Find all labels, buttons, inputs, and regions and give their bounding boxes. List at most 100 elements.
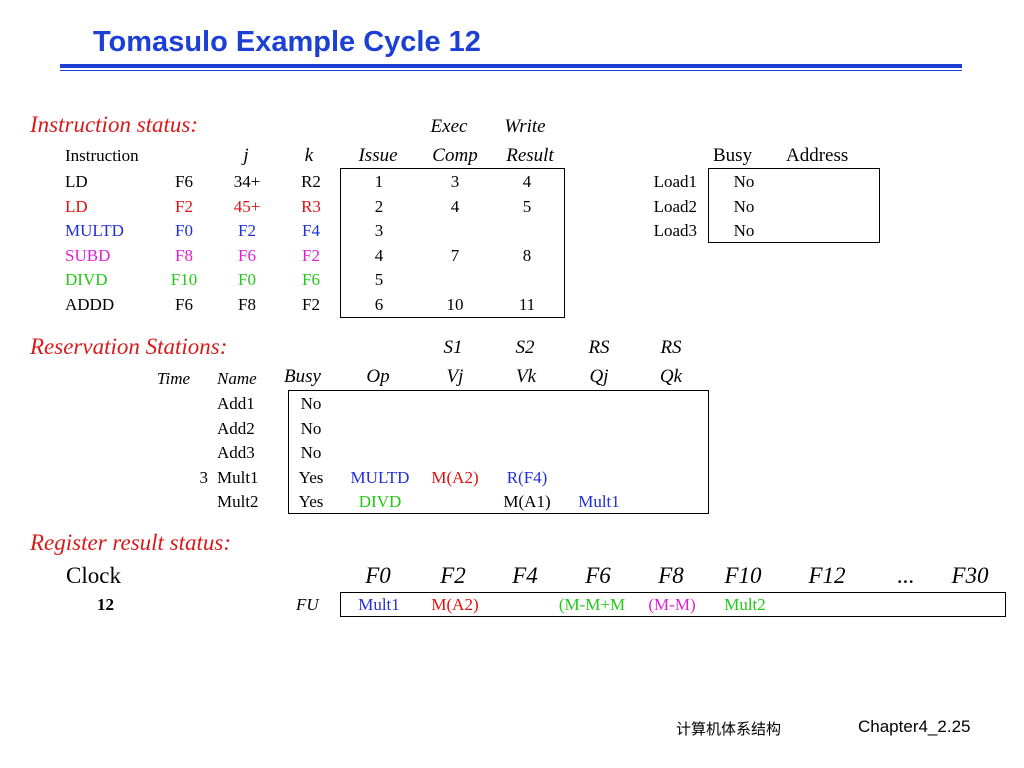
register-F10: F10 [724,563,762,588]
instr-j: F10 [170,270,198,290]
rs-name: Add1 [217,394,255,413]
header-vj: Vj [446,366,464,387]
register-F4: F4 [512,563,538,588]
header-comp: Comp [432,145,478,166]
load-busy: No [733,221,755,241]
instr-issue: 6 [374,295,384,314]
rs-busy: No [300,418,322,438]
instr-issue: 4 [374,245,384,265]
register-F30: F30 [951,563,989,588]
instr-k: 45+ [233,196,261,216]
header-s1: S1 [443,337,463,358]
rs-name: Mult1 [217,467,259,487]
instr-op: MULTD [65,221,124,241]
header-instruction: Instruction [65,146,139,165]
fu-value-f10: Mult2 [724,595,766,614]
rs-busy: No [300,443,322,463]
fu-label: FU [296,595,319,614]
rs-op: DIVD [358,492,402,512]
header-qk: Qk [659,366,683,387]
header-exec: Exec [430,116,468,137]
instr-reg: R3 [301,196,321,216]
instr-reg: F2 [302,245,320,265]
instr-comp: 7 [450,245,460,265]
header-busy: Busy [284,366,321,387]
header-j: j [243,145,249,166]
rs-busy: No [300,394,322,413]
header-rs-qj: RS [588,337,610,358]
instr-comp: 10 [446,295,464,314]
instr-j: F8 [175,245,193,265]
instr-reg: R2 [301,172,321,191]
instr-k: F6 [238,245,256,265]
title-underline-thin [60,70,962,71]
rs-qj: Mult1 [578,492,620,512]
register-F0: F0 [365,563,391,588]
clock-label: Clock [66,563,121,588]
footer-page: Chapter4_2.25 [858,717,971,736]
instr-op: LD [65,196,88,216]
instr-comp: 3 [450,172,460,191]
header-op: Op [366,366,390,387]
rs-op: MULTD [350,467,410,487]
instr-op: DIVD [65,270,108,290]
rs-busy: Yes [298,467,324,487]
instr-j: F0 [175,221,193,241]
footer-course: 计算机体系结构 [676,720,782,738]
register-F2: F2 [440,563,466,588]
title-underline [60,64,962,68]
rs-name: Add3 [217,443,255,463]
header-k: k [304,145,314,166]
load-name: Load1 [653,172,697,191]
header-issue: Issue [358,145,398,166]
instr-k: F0 [238,270,256,290]
instr-j: F6 [175,172,193,191]
load-busy: No [733,196,755,216]
clock-value: 12 [97,595,114,614]
rs-name: Mult2 [217,492,259,512]
fu-value-f0: Mult1 [358,595,400,614]
instr-reg: F2 [302,295,320,314]
register-F6: F6 [585,563,611,588]
load-name: Load2 [653,196,697,216]
header-qj: Qj [589,366,609,387]
instr-reg: F4 [302,221,320,241]
reservation-stations-box [288,390,709,514]
instr-op: SUBD [65,245,111,265]
load-name: Load3 [653,221,697,241]
instr-result: 11 [518,295,536,314]
header-rs-qk: RS [660,337,682,358]
instr-comp: 4 [450,196,460,216]
header-time: Time [157,369,191,388]
load-buffer-box [708,168,880,243]
reservation-stations-label: Reservation Stations: [30,334,228,359]
instr-result: 8 [522,245,532,265]
slide-title: Tomasulo Example Cycle 12 [93,26,481,58]
header-load-address: Address [786,145,849,166]
instruction-status-box [340,168,565,318]
instr-result: 5 [522,196,532,216]
rs-vj: M(A2) [431,467,479,487]
header-name: Name [217,369,257,388]
header-result: Result [506,145,554,166]
instr-k: F2 [238,221,256,241]
fu-value-f6: (M-M+M [558,595,626,614]
rs-name: Add2 [217,418,255,438]
register-F12: F12 [808,563,846,588]
instr-j: F6 [175,295,193,314]
instr-op: LD [65,172,88,191]
fu-value-f8: (M-M) [648,595,696,614]
load-busy: No [733,172,755,191]
register-: ... [897,563,915,588]
instr-result: 4 [522,172,532,191]
rs-vk: M(A1) [503,492,551,512]
instr-op: ADDD [65,295,115,314]
instr-issue: 1 [374,172,384,191]
instruction-status-label: Instruction status: [30,112,199,137]
header-load-busy: Busy [713,145,753,166]
header-vk: Vk [515,366,537,387]
fu-value-f2: M(A2) [431,595,479,614]
instr-k: F8 [238,295,256,314]
instr-k: 34+ [233,172,261,191]
rs-vk: R(F4) [506,467,548,487]
